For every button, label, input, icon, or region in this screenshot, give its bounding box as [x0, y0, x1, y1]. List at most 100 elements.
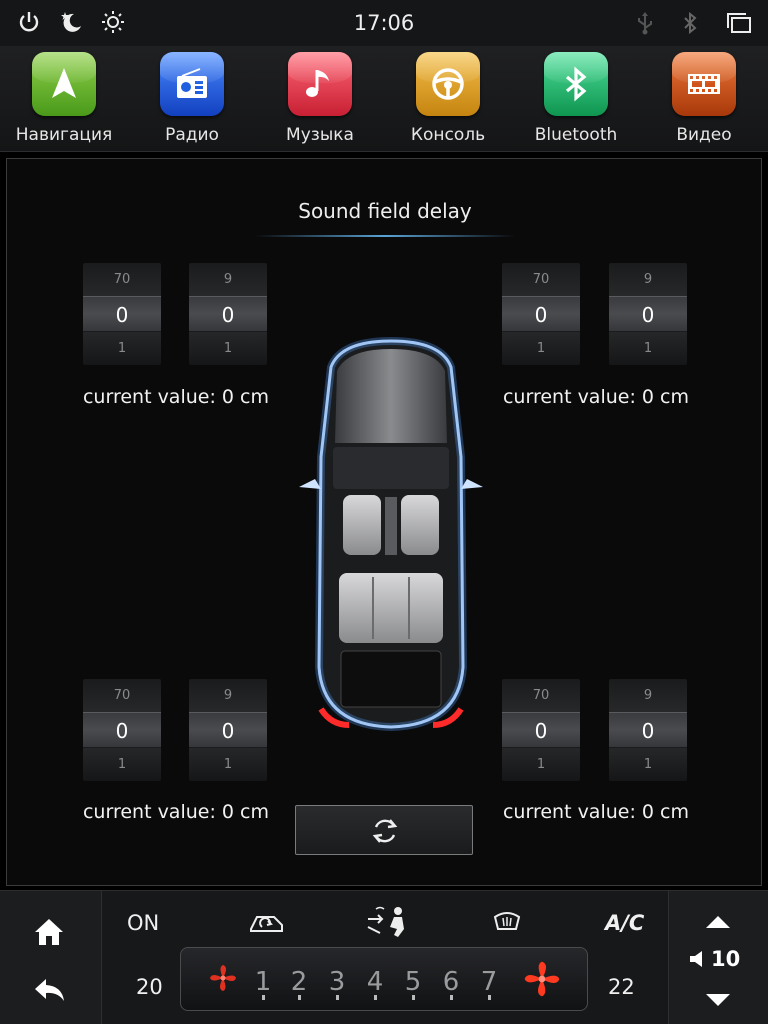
app-label: Видео	[676, 125, 732, 145]
car-top-view-image	[299, 337, 483, 732]
radio-icon	[160, 52, 224, 116]
fan-level-label: 1	[254, 967, 272, 997]
status-left-group	[16, 9, 126, 35]
bluetooth-icon	[684, 11, 697, 35]
fan-level-7[interactable]: 7	[474, 967, 504, 1000]
rear-right-coarse-picker[interactable]: 70 0 1	[502, 679, 580, 781]
picker-next-value[interactable]: 1	[223, 341, 233, 356]
speaker-icon	[690, 951, 702, 967]
bluetooth-icon	[544, 52, 608, 116]
fan-level-1[interactable]: 1	[248, 967, 278, 1000]
panel-title: Sound field delay	[298, 199, 472, 223]
picker-prev-value[interactable]: 70	[532, 688, 550, 703]
climate-bar: ON A/C 20 22 1 2 3 4 5 6 7 10	[0, 890, 768, 1024]
fan-level-2[interactable]: 2	[284, 967, 314, 1000]
app-label: Музыка	[286, 125, 354, 145]
app-label: Консоль	[410, 125, 486, 145]
refresh-icon	[372, 819, 398, 843]
volume-value: 10	[711, 947, 741, 971]
front-right-current-value: current value: 0 cm	[502, 386, 689, 408]
app-navigation[interactable]: Навигация	[0, 52, 128, 145]
rear-left-fine-picker[interactable]: 9 0 1	[189, 679, 267, 781]
volume-down-icon[interactable]	[705, 993, 731, 1007]
multiwindow-icon[interactable]	[726, 12, 752, 34]
volume-controls: 10	[668, 891, 768, 1024]
fan-level-label: 2	[290, 967, 308, 997]
reset-button[interactable]	[295, 805, 473, 855]
front-right-coarse-picker[interactable]: 70 0 1	[502, 263, 580, 365]
fan-level-label: 4	[366, 967, 384, 997]
app-radio[interactable]: Радио	[128, 52, 256, 145]
picker-current-value: 0	[83, 712, 161, 748]
sound-field-delay-panel: Sound field delay 70 0 1 9 0 1 current v…	[6, 158, 762, 886]
fan-level-3[interactable]: 3	[322, 967, 352, 1000]
music-note-icon	[288, 52, 352, 116]
climate-power[interactable]: ON	[127, 911, 160, 935]
front-left-coarse-picker[interactable]: 70 0 1	[83, 263, 161, 365]
home-icon[interactable]	[32, 915, 66, 949]
recirculation-icon[interactable]	[248, 909, 286, 937]
rear-defrost-icon[interactable]	[492, 909, 522, 935]
picker-current-value: 0	[609, 712, 687, 748]
app-console[interactable]: Консоль	[384, 52, 512, 145]
front-left-current-value: current value: 0 cm	[82, 386, 269, 408]
picker-next-value[interactable]: 1	[117, 341, 127, 356]
clock: 17:06	[353, 11, 415, 35]
app-music[interactable]: Музыка	[256, 52, 384, 145]
picker-next-value[interactable]: 1	[643, 757, 653, 772]
brightness-icon[interactable]	[100, 9, 126, 35]
picker-prev-value[interactable]: 9	[223, 688, 233, 703]
navigation-arrow-icon	[32, 52, 96, 116]
back-icon[interactable]	[32, 975, 68, 1005]
picker-prev-value[interactable]: 70	[113, 272, 131, 287]
fan-level-4[interactable]: 4	[360, 967, 390, 1000]
fan-icon[interactable]	[522, 959, 562, 999]
app-bluetooth[interactable]: Bluetooth	[512, 52, 640, 145]
app-label: Bluetooth	[534, 125, 618, 145]
fan-level-5[interactable]: 5	[398, 967, 428, 1000]
rear-right-fine-picker[interactable]: 9 0 1	[609, 679, 687, 781]
steering-wheel-icon	[416, 52, 480, 116]
picker-current-value: 0	[609, 296, 687, 332]
status-right-group	[636, 11, 752, 35]
film-icon	[672, 52, 736, 116]
fan-level-label: 6	[442, 967, 460, 997]
front-left-fine-picker[interactable]: 9 0 1	[189, 263, 267, 365]
picker-current-value: 0	[83, 296, 161, 332]
picker-current-value: 0	[189, 296, 267, 332]
picker-next-value[interactable]: 1	[643, 341, 653, 356]
front-right-fine-picker[interactable]: 9 0 1	[609, 263, 687, 365]
picker-prev-value[interactable]: 70	[532, 272, 550, 287]
power-icon[interactable]	[16, 9, 42, 35]
app-label: Навигация	[15, 125, 113, 145]
rear-left-coarse-picker[interactable]: 70 0 1	[83, 679, 161, 781]
volume-up-icon[interactable]	[705, 915, 731, 929]
app-label: Радио	[165, 125, 219, 145]
night-mode-icon[interactable]	[58, 9, 84, 35]
temp-right[interactable]: 22	[608, 975, 635, 999]
picker-current-value: 0	[502, 296, 580, 332]
picker-next-value[interactable]: 1	[536, 757, 546, 772]
app-video[interactable]: Видео	[640, 52, 768, 145]
picker-prev-value[interactable]: 9	[223, 272, 233, 287]
airflow-direction-icon[interactable]	[364, 905, 410, 939]
fan-level-label: 5	[404, 967, 422, 997]
picker-next-value[interactable]: 1	[117, 757, 127, 772]
picker-current-value: 0	[502, 712, 580, 748]
nav-controls	[0, 891, 102, 1024]
temp-left[interactable]: 20	[136, 975, 163, 999]
rear-left-current-value: current value: 0 cm	[82, 801, 269, 823]
fan-icon[interactable]	[208, 963, 238, 993]
picker-next-value[interactable]: 1	[223, 757, 233, 772]
ac-toggle[interactable]: A/C	[605, 911, 645, 935]
fan-level-label: 3	[328, 967, 346, 997]
fan-level-6[interactable]: 6	[436, 967, 466, 1000]
picker-prev-value[interactable]: 9	[643, 688, 653, 703]
usb-icon	[638, 12, 652, 35]
rear-right-current-value: current value: 0 cm	[502, 801, 689, 823]
picker-current-value: 0	[189, 712, 267, 748]
title-underline	[255, 235, 515, 237]
picker-next-value[interactable]: 1	[536, 341, 546, 356]
picker-prev-value[interactable]: 70	[113, 688, 131, 703]
picker-prev-value[interactable]: 9	[643, 272, 653, 287]
